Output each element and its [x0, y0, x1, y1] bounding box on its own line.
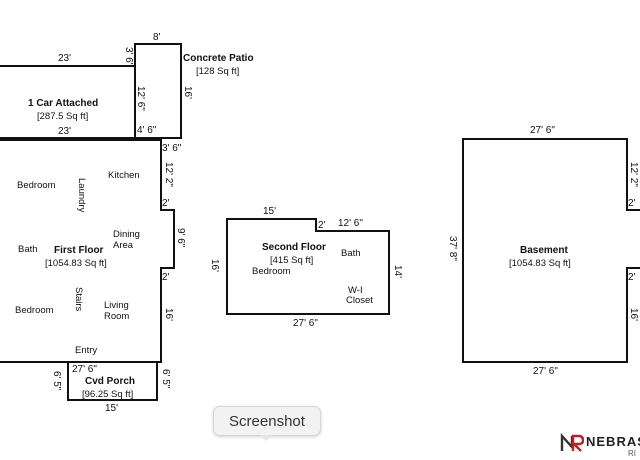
garage-bottom-dim: 23' [58, 126, 71, 137]
patio-top-dim: 8' [153, 32, 161, 43]
porch-outline [67, 361, 158, 401]
room-bath: Bath [18, 244, 38, 255]
room-laundry: Laundry [76, 178, 87, 213]
first-floor-right-upper-dim: 12' 2" [163, 162, 174, 187]
room-second-bath: Bath [341, 248, 361, 259]
patio-area: [128 Sq ft] [196, 66, 239, 77]
second-floor-title: Second Floor [262, 242, 326, 253]
basement-left-dim: 37' 8" [447, 236, 458, 261]
basement-top-dim: 27' 6" [530, 125, 555, 136]
first-floor-outline [0, 139, 175, 363]
room-wi: W-I [348, 285, 363, 296]
second-floor-outline [226, 218, 390, 315]
room-closet: Closet [346, 295, 373, 306]
room-stairs: Stairs [73, 287, 84, 312]
porch-bottom-dim: 15' [105, 403, 118, 414]
second-floor-left-dim: 16' [209, 259, 220, 272]
patio-right-dim: 16' [182, 86, 193, 99]
basement-right-upper-dim: 12' 2" [628, 162, 639, 187]
room-dining: Dining [113, 229, 140, 240]
basement-area: [1054.83 Sq ft] [509, 258, 571, 269]
first-floor-area: [1054.83 Sq ft] [45, 258, 107, 269]
room-second-bedroom: Bedroom [252, 266, 291, 277]
garage-section: 23' 3' 6" 1 Car Attached [287.5 Sq ft] 2… [0, 47, 157, 139]
porch-right-dim: 6' 5" [160, 369, 171, 389]
second-floor-bottom-dim: 27' 6" [293, 318, 318, 329]
basement-notch-bottom-dim: 2' [628, 272, 636, 283]
garage-bottom-right-dim: 4' 6" [137, 125, 157, 136]
room-dining-area: Area [113, 240, 134, 251]
room-living: Living [104, 300, 129, 311]
first-floor-notch-bottom-dim: 2' [162, 272, 170, 283]
room-kitchen: Kitchen [108, 170, 140, 181]
room-bedroom-upper: Bedroom [17, 180, 56, 191]
porch-title: Cvd Porch [85, 376, 135, 387]
second-floor-area: [415 Sq ft] [270, 255, 313, 266]
porch-left-dim: 6' 5" [51, 371, 62, 391]
first-floor-notch-side-dim: 9' 6" [175, 228, 186, 248]
garage-top-right-dim: 3' 6" [123, 47, 134, 67]
porch-section: 27' 6" Cvd Porch [96.25 Sq ft] 6' 5" 6' … [51, 361, 171, 414]
first-floor-title: First Floor [54, 245, 104, 256]
patio-outline [134, 43, 182, 139]
basement-section: 27' 6" 37' 8" Basement [1054.83 Sq ft] 1… [447, 125, 640, 377]
garage-area: [287.5 Sq ft] [37, 111, 88, 122]
screenshot-label: Screenshot [229, 412, 305, 430]
room-living-room: Room [104, 311, 129, 322]
garage-height-dim: 12' 6" [135, 86, 146, 111]
first-floor-right-lower-dim: 16' [163, 308, 174, 321]
brand-logo-icon [560, 433, 584, 452]
basement-bottom-dim: 27' 6" [533, 366, 558, 377]
garage-title: 1 Car Attached [28, 98, 98, 109]
second-floor-top-right-dim: 12' 6" [338, 218, 363, 229]
first-floor-top-right-dim: 3' 6" [162, 143, 182, 154]
basement-right-lower-dim: 16' [628, 308, 639, 321]
patio-section: 8' Concrete Patio [128 Sq ft] 16' [134, 32, 254, 139]
basement-notch-top-dim: 2' [628, 198, 636, 209]
garage-top-dim: 23' [58, 53, 71, 64]
second-floor-top-left-dim: 15' [263, 206, 276, 217]
second-floor-section: 15' 2' 12' 6" 16' Second Floor [415 Sq f… [209, 206, 403, 329]
second-floor-right-dim: 14' [392, 265, 403, 278]
brand-name: NEBRAS [586, 434, 640, 449]
patio-title: Concrete Patio [183, 53, 254, 64]
brand-subtext: RI [628, 449, 636, 458]
first-floor-section: 3' 6" 12' 2" 2' 9' 6" 2' 16' Bedroom Lau… [0, 139, 186, 363]
first-floor-bottom-dim: 27' 6" [72, 364, 97, 375]
first-floor-notch-top-dim: 2' [162, 198, 170, 209]
tooltip-pointer [260, 435, 272, 441]
room-entry: Entry [75, 345, 97, 356]
screenshot-button[interactable]: Screenshot [213, 406, 321, 436]
basement-title: Basement [520, 245, 568, 256]
porch-area: [96.25 Sq ft] [82, 389, 133, 400]
second-floor-notch-dim: 2' [318, 220, 326, 231]
basement-outline [462, 138, 640, 363]
room-bedroom-lower: Bedroom [15, 305, 54, 316]
